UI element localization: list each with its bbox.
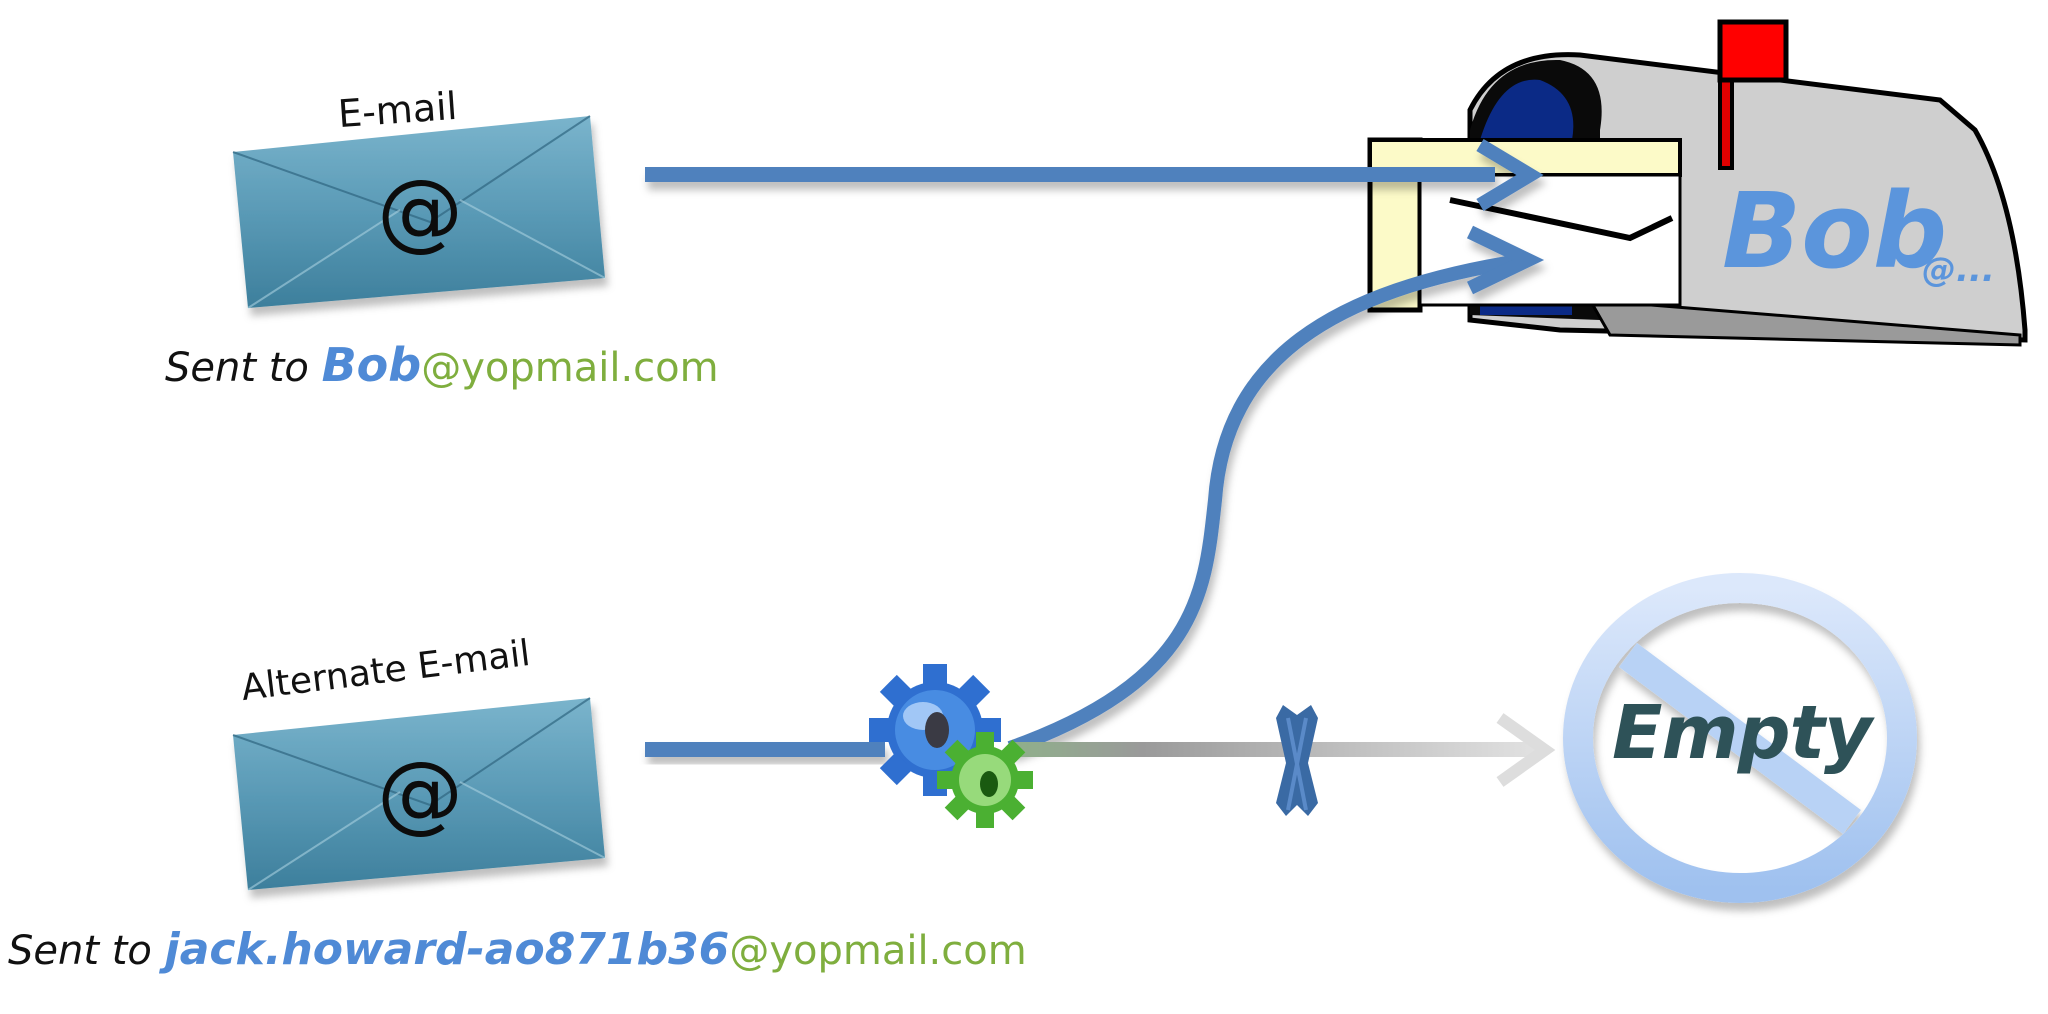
alternate-recipient: Sent to jack.howard-ao871b36@yopmail.com xyxy=(8,924,1027,975)
mailbox-owner-label: Bob xyxy=(1722,170,1948,292)
primary-envelope xyxy=(232,115,606,309)
mailbox-owner-suffix: @... xyxy=(1922,250,1995,290)
sent-to-prefix: Sent to xyxy=(165,345,322,391)
gears-icon xyxy=(869,664,1033,828)
primary-email-label: E-mail xyxy=(336,83,459,137)
alternate-arrow xyxy=(645,742,885,757)
svg-text:@: @ xyxy=(377,743,463,843)
no-entry-icon xyxy=(1563,573,1917,903)
primary-arrow xyxy=(645,138,1544,212)
redirect-arrow xyxy=(1007,225,1545,755)
primary-recipient: Sent to Bob@yopmail.com xyxy=(165,338,719,392)
blocked-arrow xyxy=(1010,713,1556,787)
recipient-domain: @yopmail.com xyxy=(421,345,719,391)
recipient-name: Bob xyxy=(321,338,422,392)
empty-label: Empty xyxy=(1612,690,1872,776)
recipient-domain: @yopmail.com xyxy=(729,928,1027,974)
x-mark-icon xyxy=(1276,705,1318,816)
alternate-envelope xyxy=(232,697,606,891)
recipient-name: jack.howard-ao871b36 xyxy=(164,924,730,975)
sent-to-prefix: Sent to xyxy=(8,928,165,974)
at-sign-icon: @ xyxy=(377,161,463,261)
